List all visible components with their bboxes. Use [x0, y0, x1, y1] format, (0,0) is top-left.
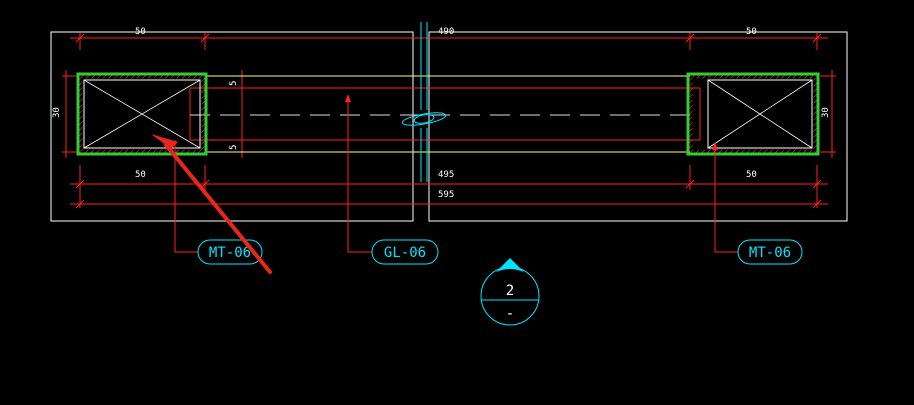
dim-overall: 595 [438, 190, 454, 200]
tag-center-box[interactable] [371, 239, 439, 265]
left-viewport-frame [50, 31, 414, 222]
annotation-arrow [151, 134, 272, 274]
tag-left-box[interactable] [197, 239, 263, 265]
left-height-dimension [62, 70, 78, 158]
dim-bottom-right: 50 [746, 170, 757, 180]
break-line [401, 22, 447, 182]
dim-gap-bottom: 5 [229, 145, 239, 150]
section-symbol [480, 258, 540, 326]
tag-right-label: MT-06 [749, 245, 791, 261]
dim-bottom-center: 495 [438, 170, 454, 180]
dim-top-center: 490 [438, 27, 454, 37]
lintel-beam [189, 75, 701, 153]
dim-top-left: 50 [135, 27, 146, 37]
dim-bottom-left: 50 [135, 170, 146, 180]
right-viewport-frame [428, 31, 848, 222]
left-column-section [76, 72, 208, 156]
dim-top-right: 50 [746, 27, 757, 37]
right-height-dimension [820, 70, 836, 158]
tag-right-box[interactable] [737, 239, 803, 265]
section-number: 2 [506, 283, 514, 299]
top-dimension-line [70, 33, 828, 50]
dim-height-right: 30 [821, 107, 831, 118]
tag-left-label: MT-06 [209, 245, 251, 261]
dim-height-left: 30 [52, 107, 62, 118]
leader-lines [174, 96, 738, 253]
leader-arrow-right [712, 142, 718, 150]
section-sub: - [506, 306, 514, 322]
leader-arrow-center [345, 94, 351, 102]
right-column-section [686, 72, 820, 156]
dim-gap-top: 5 [229, 81, 239, 86]
tag-center-label: GL-06 [384, 245, 426, 261]
